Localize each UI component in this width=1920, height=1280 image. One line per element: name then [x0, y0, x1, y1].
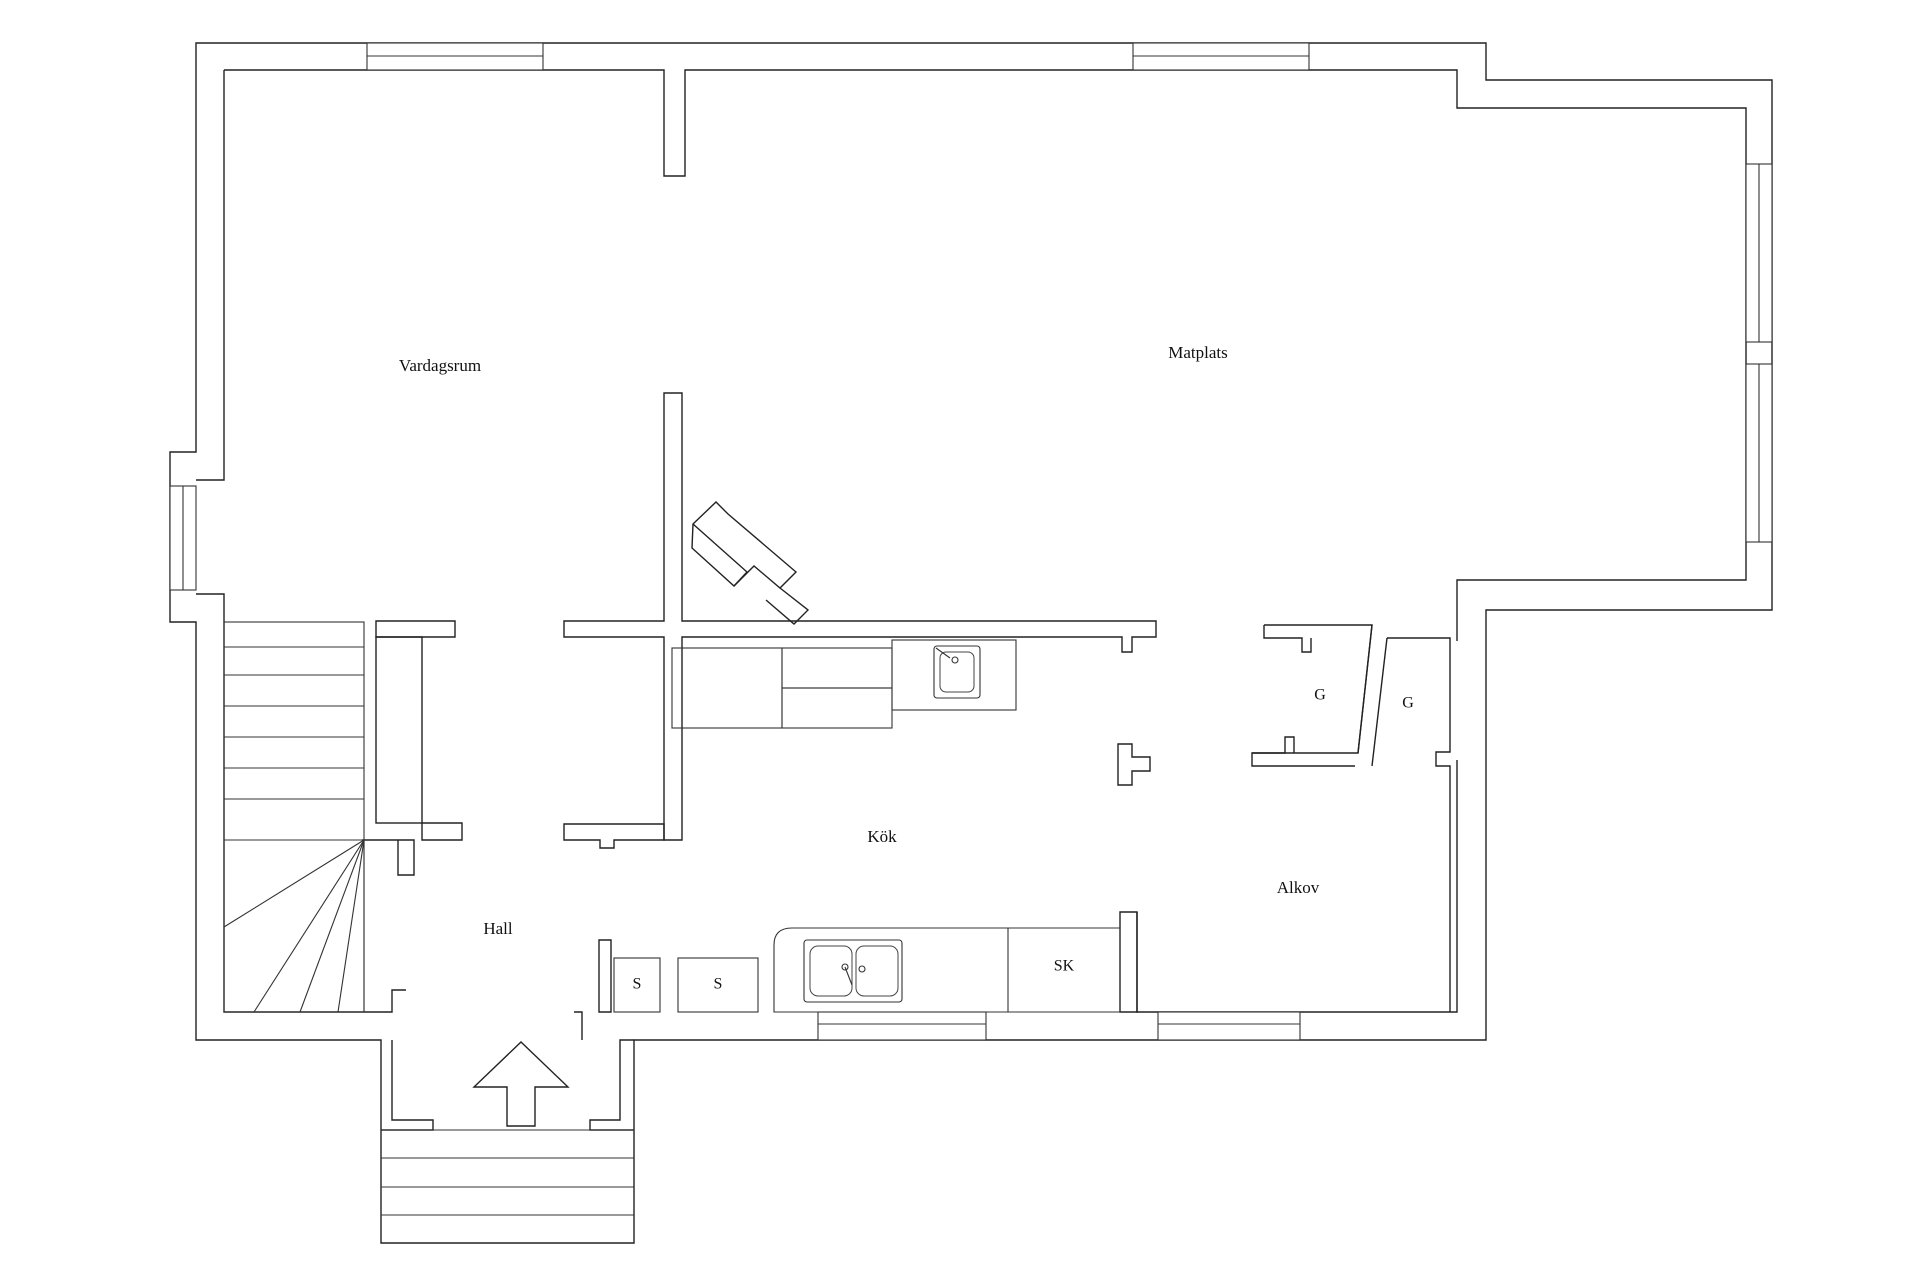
room-labels: Vardagsrum Matplats Kök Hall Alkov: [399, 343, 1320, 938]
label-s-right: S: [714, 976, 723, 993]
label-sk: SK: [1054, 958, 1075, 975]
double-sink-icon: [803, 939, 903, 1003]
window-bottom-kitchen: [817, 1011, 987, 1041]
staircase-icon: [223, 621, 365, 1013]
entrance-arrow-icon: [472, 1041, 570, 1127]
cabinet-s-left: [613, 957, 661, 1013]
room-label-kok: Kök: [867, 827, 897, 846]
cabinet-s-right: [677, 957, 759, 1013]
interior-walls: [362, 392, 1451, 1040]
room-label-alkov: Alkov: [1277, 878, 1320, 897]
label-s-left: S: [633, 976, 642, 993]
room-label-vardagsrum: Vardagsrum: [399, 356, 481, 375]
label-g-right: G: [1402, 695, 1414, 712]
room-label-hall: Hall: [483, 919, 513, 938]
fixture-labels: G G S S SK: [633, 687, 1415, 993]
window-bottom-alkov: [1157, 1011, 1301, 1041]
windows: [169, 42, 1773, 1041]
fireplace-icon: [691, 501, 810, 625]
room-label-matplats: Matplats: [1168, 343, 1228, 362]
label-g-left: G: [1314, 687, 1326, 704]
kitchen-counter-lower: [773, 927, 1121, 1013]
sink-icon: [933, 645, 981, 699]
entrance-steps: [381, 1039, 634, 1216]
storage-cabinets: [613, 957, 759, 1013]
kitchen-counter-upper: [671, 639, 1017, 729]
exterior-walls: [169, 42, 1773, 1244]
